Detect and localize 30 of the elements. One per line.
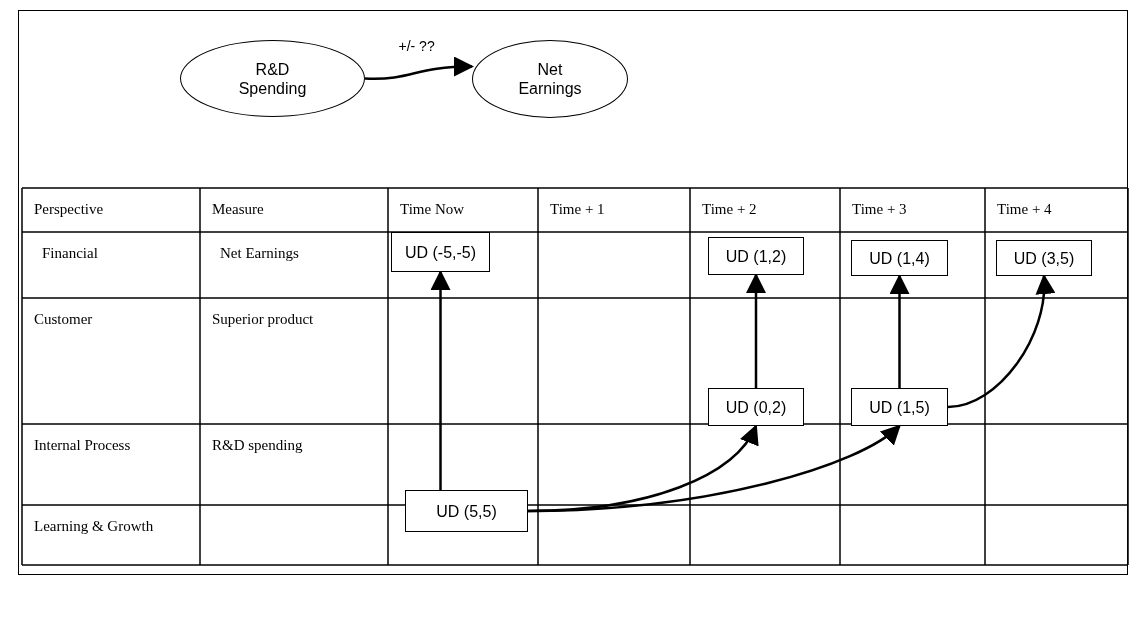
- concept-ellipse: Net Earnings: [472, 40, 628, 118]
- arrow: [947, 274, 1055, 409]
- arrow: [889, 274, 910, 388]
- table-cell-text: Net Earnings: [219, 244, 300, 262]
- column-header: Time + 2: [701, 200, 758, 218]
- column-header: Time + 3: [851, 200, 908, 218]
- value-box: UD (5,5): [405, 490, 528, 532]
- edge-label: +/- ??: [396, 38, 437, 54]
- arrow: [430, 270, 451, 490]
- concept-ellipse: R&D Spending: [180, 40, 365, 117]
- value-box: UD (1,4): [851, 240, 948, 276]
- column-header: Time Now: [399, 200, 466, 218]
- column-header: Time + 4: [996, 200, 1053, 218]
- row-header: Financial: [41, 244, 99, 262]
- value-box: UD (0,2): [708, 388, 804, 426]
- arrow: [746, 273, 766, 388]
- table-cell-text: R&D spending: [211, 436, 304, 454]
- arrow: [364, 56, 474, 80]
- value-box: UD (3,5): [996, 240, 1092, 276]
- column-header: Measure: [211, 200, 265, 218]
- arrow: [527, 424, 902, 513]
- value-box: UD (1,5): [851, 388, 948, 426]
- table-cell-text: Superior product: [211, 310, 315, 328]
- column-header: Perspective: [33, 200, 105, 218]
- row-header: Learning & Growth: [33, 517, 155, 535]
- value-box: UD (-5,-5): [391, 232, 490, 272]
- column-header: Time + 1: [549, 200, 606, 218]
- row-header: Customer: [33, 310, 94, 328]
- value-box: UD (1,2): [708, 237, 804, 275]
- row-header: Internal Process: [33, 436, 132, 454]
